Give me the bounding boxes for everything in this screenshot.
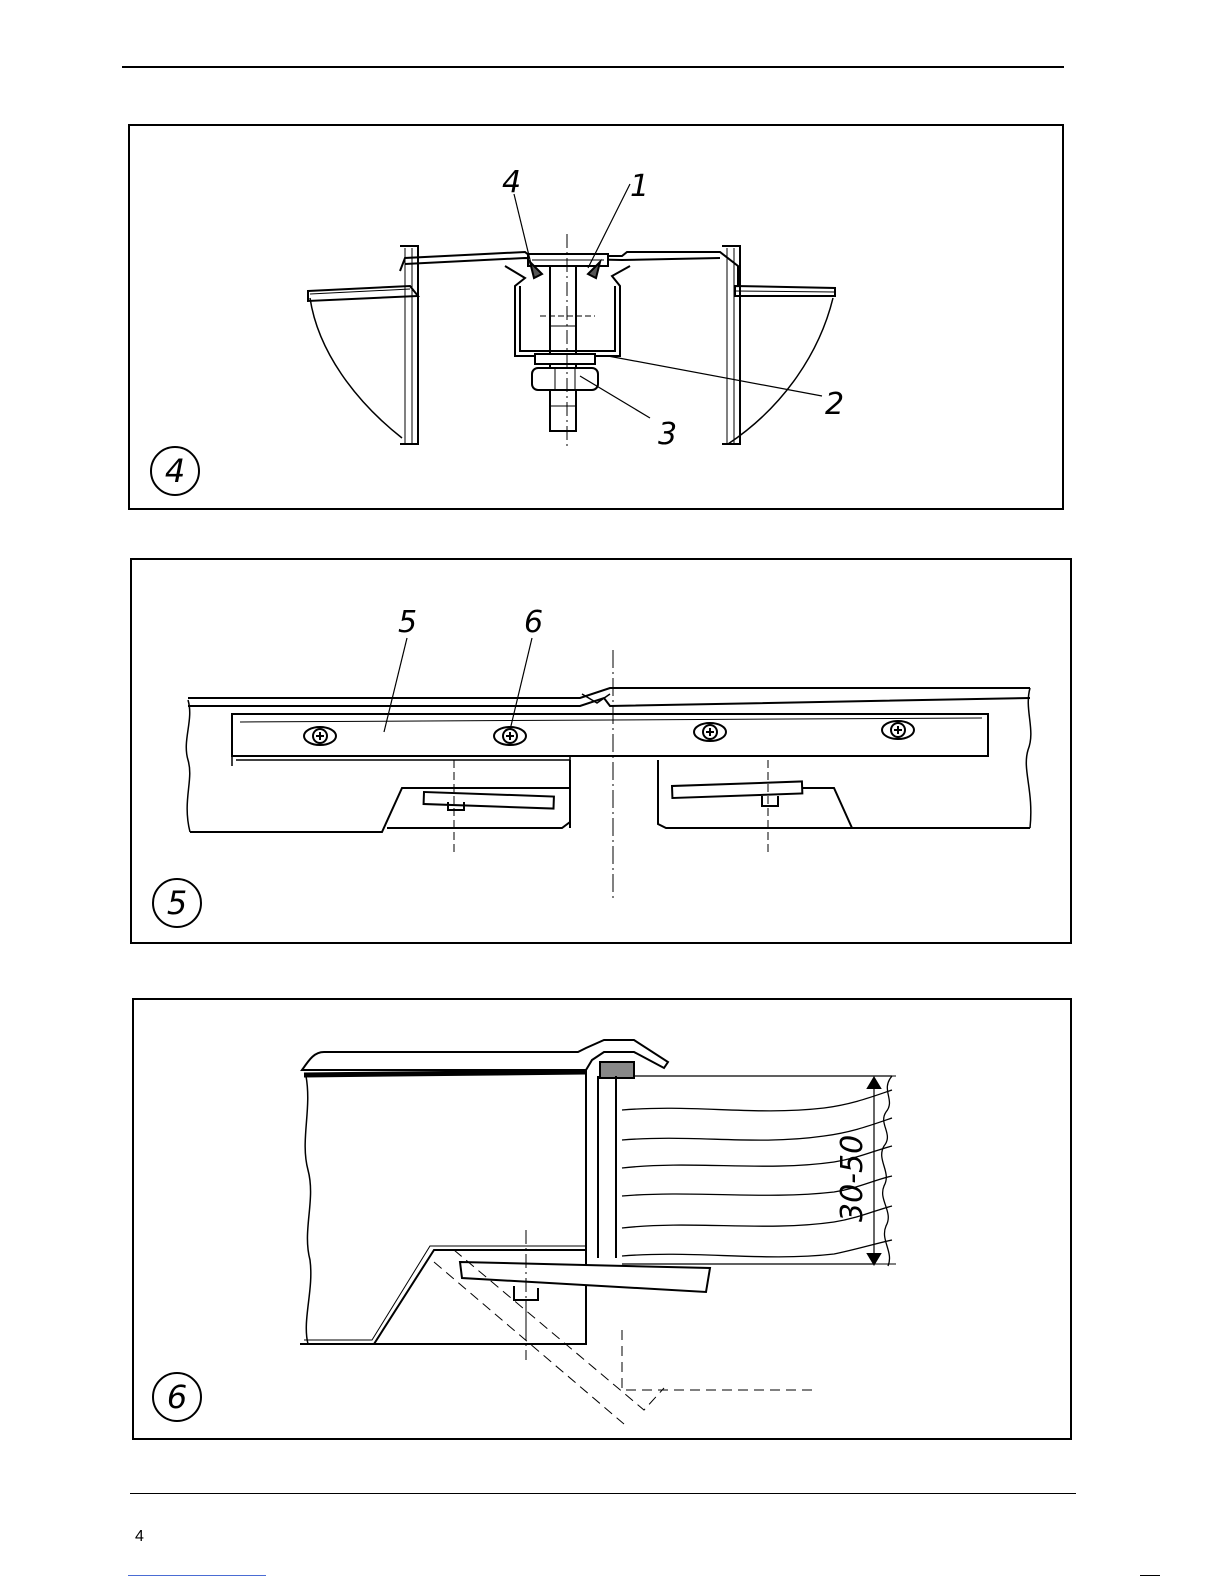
figure-4-panel: 4 1 2 3 4: [128, 124, 1064, 510]
figure-5-panel: 5 6 5: [130, 558, 1072, 944]
figure-number-badge: 5: [152, 878, 202, 928]
bottom-mark: [1140, 1575, 1160, 1576]
bottom-link-underline: [128, 1575, 266, 1576]
dimension-30-50: 30-50: [835, 1135, 870, 1222]
callout-5: 5: [398, 605, 417, 640]
header-rule: [122, 66, 1064, 68]
figure-number-badge: 4: [150, 446, 200, 496]
callout-6: 6: [524, 605, 543, 640]
figure-6-drawing: 30-50: [134, 1000, 1070, 1438]
callout-3: 3: [658, 417, 677, 452]
callout-4: 4: [502, 165, 521, 200]
page-number: 4: [135, 1528, 144, 1546]
callout-1: 1: [630, 169, 649, 204]
figure-5-drawing: 5 6: [132, 560, 1070, 942]
figure-number-badge: 6: [152, 1372, 202, 1422]
callout-2: 2: [825, 387, 844, 422]
footer-rule: [130, 1493, 1076, 1494]
figure-4-drawing: 4 1 2 3: [130, 126, 1062, 508]
figure-6-panel: 30-50 6: [132, 998, 1072, 1440]
